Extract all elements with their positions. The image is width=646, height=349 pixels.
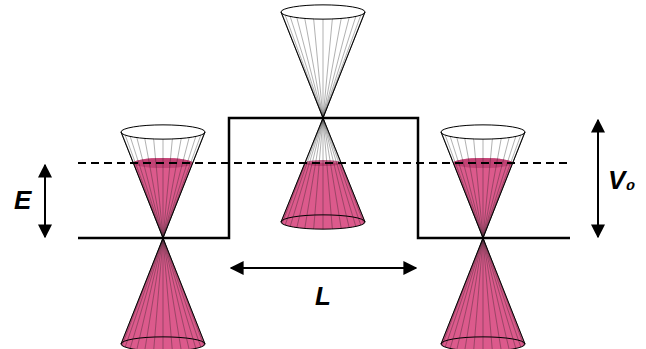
dirac-cones [121, 5, 525, 349]
dimension-label: L [315, 283, 331, 309]
fermi-level [78, 162, 570, 164]
dimension-label: E [14, 187, 31, 213]
energy-arrow [44, 165, 46, 237]
potential-barrier [78, 118, 570, 238]
dirac-cone [441, 238, 525, 349]
barrier-height-arrow [597, 120, 599, 237]
dirac-cone [441, 125, 525, 238]
dirac-cone [281, 118, 365, 229]
barrier-width-arrow [231, 267, 416, 269]
dirac-cone [121, 238, 205, 349]
dirac-cone [121, 125, 205, 238]
dirac-cone [281, 5, 365, 118]
dimension-label: V₀ [608, 167, 636, 193]
